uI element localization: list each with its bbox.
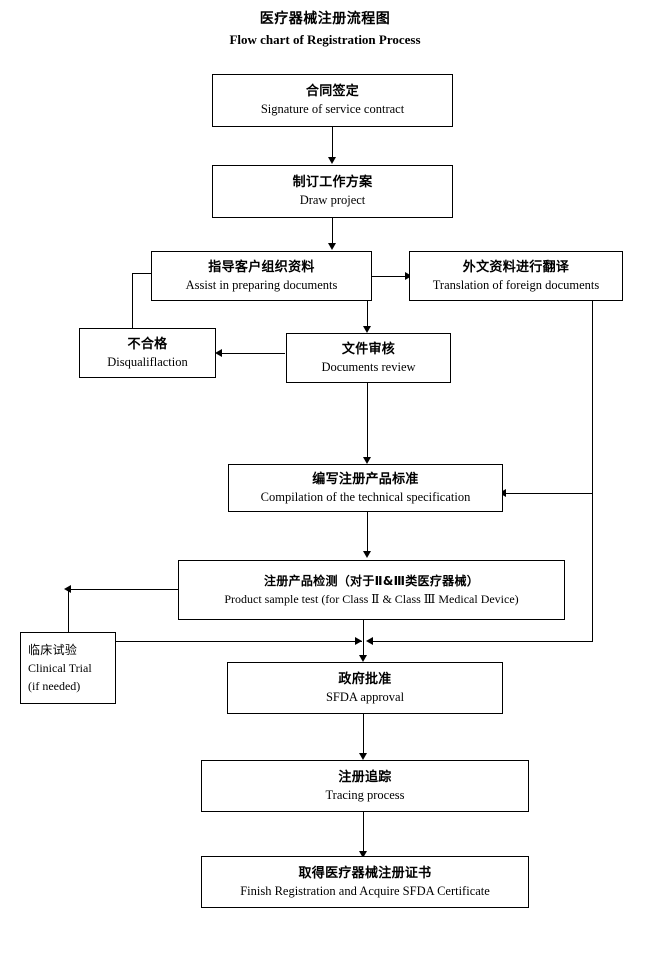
connector-disqualify-up — [132, 273, 133, 328]
title-chinese: 医疗器械注册流程图 — [259, 11, 391, 27]
arrowhead-approval-junction-left — [355, 637, 362, 645]
node-sfda-approval[interactable]: 政府批准 SFDA approval — [227, 662, 503, 714]
node-sample-test[interactable]: 注册产品检测（对于Ⅱ&Ⅲ类医疗器械） Product sample test (… — [178, 560, 565, 620]
node-disqualification[interactable]: 不合格 Disqualiflaction — [79, 328, 216, 378]
node-translation-cn: 外文资料进行翻译 — [462, 259, 570, 275]
node-compilation[interactable]: 编写注册产品标准 Compilation of the technical sp… — [228, 464, 503, 512]
node-contract-en: Signature of service contract — [260, 102, 405, 116]
node-clinical-trial-en: Clinical Trial — [28, 661, 92, 675]
node-clinical-trial[interactable]: 临床试验 Clinical Trial (if needed) — [20, 632, 116, 704]
connector-draw-to-assist — [332, 217, 333, 243]
node-draw-project-en: Draw project — [299, 193, 366, 207]
connector-sampletest-to-clinical — [68, 589, 178, 590]
connector-contract-to-draw — [332, 126, 333, 158]
node-assist-documents-cn: 指导客户组织资料 — [208, 259, 315, 275]
node-documents-review-cn: 文件审核 — [341, 341, 396, 357]
connector-rail-to-approval-junction — [368, 641, 593, 642]
node-tracing-process[interactable]: 注册追踪 Tracing process — [201, 760, 529, 812]
node-disqualification-en: Disqualiflaction — [107, 354, 188, 369]
arrowhead-tracing — [359, 753, 367, 760]
node-finish-registration-en: Finish Registration and Acquire SFDA Cer… — [240, 883, 490, 898]
node-compilation-cn: 编写注册产品标准 — [312, 471, 419, 487]
arrowhead-finish — [359, 851, 367, 858]
connector-tracing-to-finish — [363, 812, 364, 854]
connector-compilation-to-sampletest — [367, 511, 368, 553]
connector-clinical-to-approval-junction — [116, 641, 362, 642]
node-sfda-approval-en: SFDA approval — [325, 689, 405, 704]
arrowhead-sampletest — [363, 551, 371, 558]
connector-clinical-drop — [68, 589, 69, 633]
connector-review-to-compilation — [367, 383, 368, 459]
node-assist-documents[interactable]: 指导客户组织资料 Assist in preparing documents — [151, 251, 372, 301]
connector-disqualify-to-assist — [132, 273, 152, 274]
node-disqualification-cn: 不合格 — [127, 336, 168, 352]
node-clinical-trial-note: (if needed) — [28, 679, 81, 693]
chart-title: 医疗器械注册流程图 Flow chart of Registration Pro… — [0, 10, 650, 49]
arrowhead-draw — [328, 157, 336, 164]
node-finish-registration[interactable]: 取得医疗器械注册证书 Finish Registration and Acqui… — [201, 856, 529, 908]
node-sfda-approval-cn: 政府批准 — [338, 671, 392, 687]
node-draw-project-cn: 制订工作方案 — [292, 175, 373, 190]
arrowhead-approval-junction-right — [366, 637, 373, 645]
node-tracing-process-en: Tracing process — [325, 787, 405, 802]
node-contract[interactable]: 合同签定 Signature of service contract — [212, 74, 453, 127]
node-translation[interactable]: 外文资料进行翻译 Translation of foreign document… — [409, 251, 623, 301]
node-clinical-trial-cn: 临床试验 — [28, 643, 78, 657]
arrowhead-approval — [359, 655, 367, 662]
node-draw-project[interactable]: 制订工作方案 Draw project — [212, 165, 453, 218]
node-sample-test-cn: 注册产品检测（对于Ⅱ&Ⅲ类医疗器械） — [263, 573, 480, 588]
arrowhead-disqualify — [215, 349, 222, 357]
arrowhead-translation — [405, 272, 412, 280]
node-assist-documents-en: Assist in preparing documents — [185, 277, 338, 292]
node-finish-registration-cn: 取得医疗器械注册证书 — [298, 865, 432, 881]
connector-approval-to-tracing — [363, 713, 364, 755]
node-tracing-process-cn: 注册追踪 — [338, 769, 392, 785]
connector-review-to-disqualify — [219, 353, 285, 354]
node-compilation-en: Compilation of the technical specificati… — [260, 489, 471, 504]
connector-sampletest-to-approval — [363, 620, 364, 658]
connector-assist-to-review — [367, 300, 368, 328]
node-translation-en: Translation of foreign documents — [432, 277, 600, 292]
connector-rail-to-compilation — [503, 493, 593, 494]
node-documents-review[interactable]: 文件审核 Documents review — [286, 333, 451, 383]
arrowhead-clinical — [64, 585, 71, 593]
arrowhead-compilation — [363, 457, 371, 464]
title-english: Flow chart of Registration Process — [229, 32, 421, 47]
node-documents-review-en: Documents review — [321, 359, 416, 374]
connector-translation-right-rail — [592, 300, 593, 641]
node-sample-test-en: Product sample test (for Class Ⅱ & Class… — [224, 591, 519, 606]
node-contract-cn: 合同签定 — [305, 84, 360, 99]
arrowhead-review — [363, 326, 371, 333]
arrowhead-assist — [328, 243, 336, 250]
connector-assist-to-translation — [371, 276, 408, 277]
